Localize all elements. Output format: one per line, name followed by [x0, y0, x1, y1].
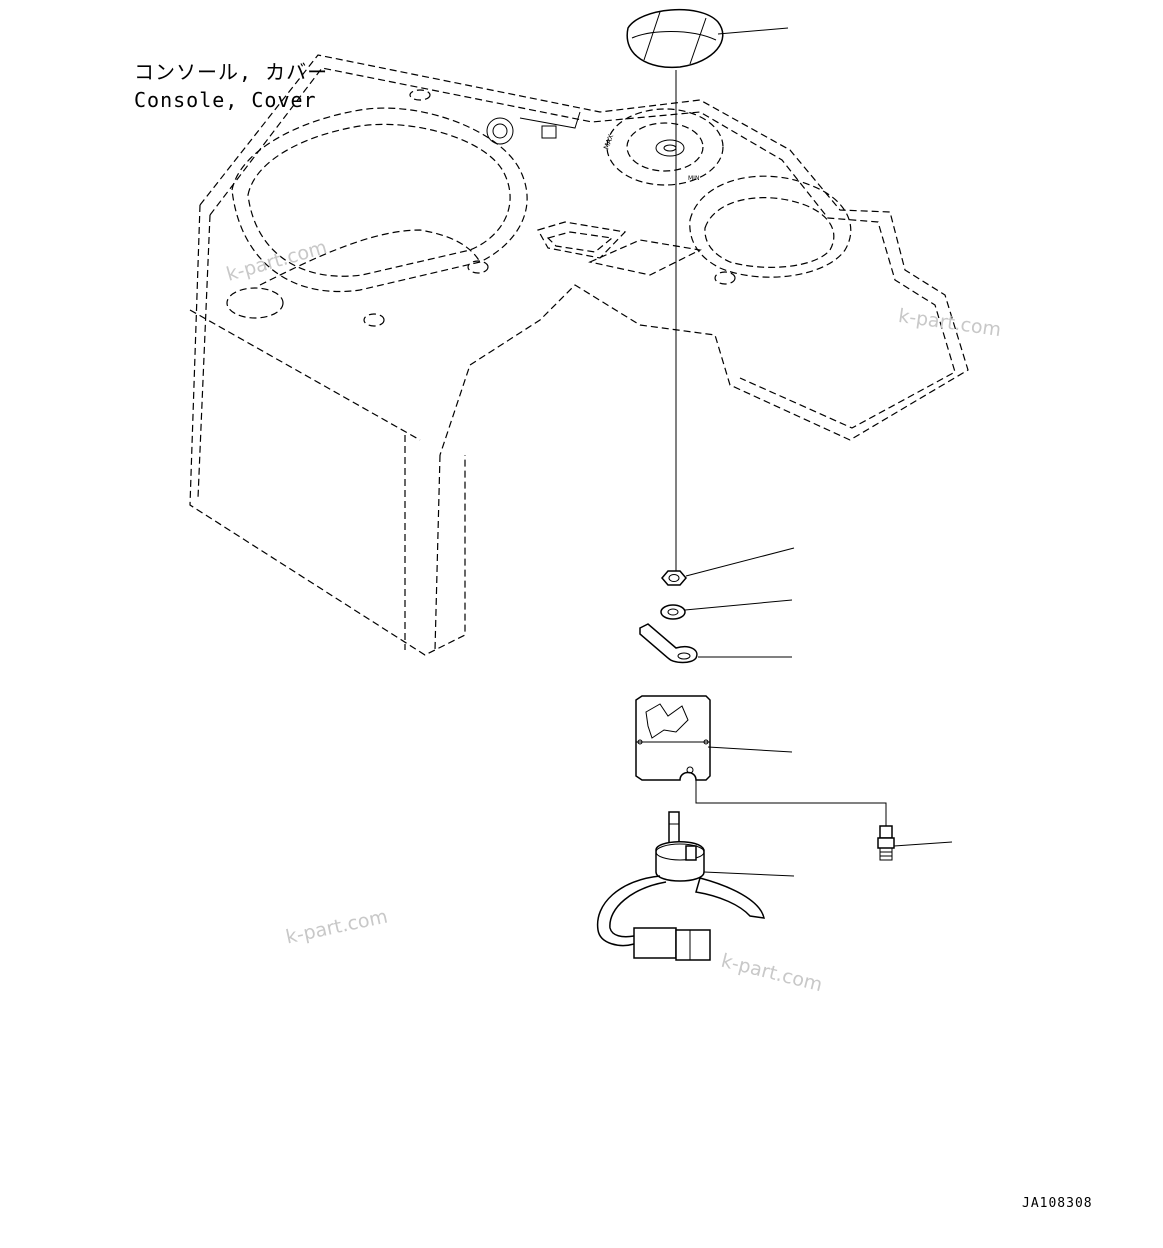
washer-icon [660, 599, 793, 620]
drawing-number: JA108308 [1022, 1196, 1093, 1211]
svg-text:MAX: MAX [602, 133, 615, 151]
svg-text:MIN: MIN [688, 175, 699, 182]
lock-plate-icon [639, 623, 792, 664]
potentiometer-icon [596, 811, 795, 961]
bolt-icon [877, 825, 953, 861]
nut-icon [661, 547, 795, 586]
part-group-label-english: Console, Cover [134, 88, 317, 112]
part-group-label-japanese: コンソール, カバー [134, 60, 329, 84]
bracket-plate-icon [635, 695, 887, 828]
knob-cap-icon [626, 8, 789, 69]
console-cover: MAX MIN [189, 54, 969, 656]
